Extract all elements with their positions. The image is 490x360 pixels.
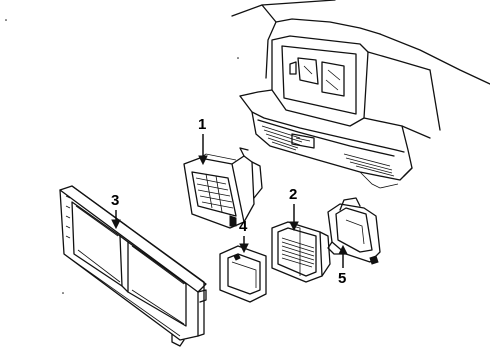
headlamp-unit-part-1 — [183, 147, 263, 229]
callout-arrow-5 — [338, 244, 348, 255]
callout-arrow-2 — [289, 221, 299, 232]
callout-arrow-1 — [198, 155, 208, 166]
callout-arrow-4 — [239, 243, 249, 254]
callout-number-5: 5 — [338, 270, 346, 287]
print-specks — [5, 19, 239, 294]
sealed-beam-headlamp-part-2 — [271, 221, 331, 283]
callout-1: 1 — [198, 116, 208, 166]
callout-number-3: 3 — [111, 192, 119, 209]
headlamp-housing-part-5 — [327, 197, 381, 265]
callout-number-4: 4 — [239, 218, 248, 235]
callout-arrow-3 — [111, 219, 121, 230]
callout-4: 4 — [239, 218, 249, 254]
callout-5: 5 — [338, 244, 348, 287]
vehicle-front-end — [231, 0, 490, 189]
headlamp-bezel-part-3 — [59, 185, 207, 347]
callout-2: 2 — [289, 186, 299, 232]
callout-number-1: 1 — [198, 116, 206, 133]
callout-3: 3 — [111, 192, 121, 230]
retaining-ring-part-4 — [219, 245, 267, 303]
callout-number-2: 2 — [289, 186, 297, 203]
